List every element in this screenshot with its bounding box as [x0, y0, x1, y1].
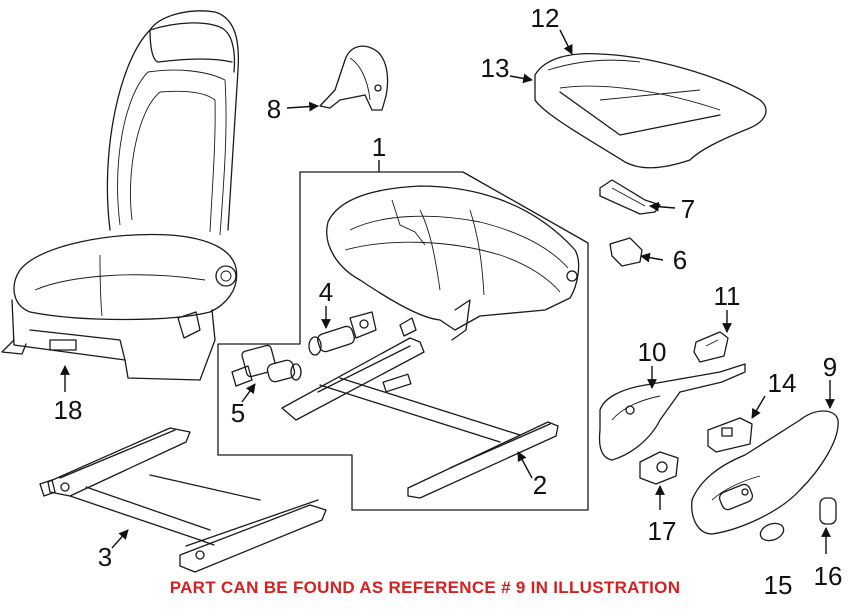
frame-assembly-drawing: [217, 171, 589, 511]
callout-ref-14: 14: [767, 368, 797, 398]
callout-ref-18: 18: [53, 395, 83, 425]
callout-ref-4: 4: [318, 277, 334, 307]
callout-ref-13: 13: [480, 53, 510, 83]
bracket-8-drawing: [319, 45, 389, 111]
callout-ref-11: 11: [713, 281, 741, 311]
switch-bracket-drawing: [707, 417, 753, 453]
callout-ref-3: 3: [97, 542, 113, 572]
side-trim-drawing: [598, 363, 746, 461]
callout-ref-16: 16: [813, 561, 843, 591]
callout-ref-9: 9: [822, 352, 838, 382]
callout-ref-7: 7: [680, 194, 696, 224]
motor-drawing: [231, 311, 377, 387]
callout-ref-8: 8: [266, 94, 282, 124]
callout-ref-1: 1: [371, 132, 387, 162]
callout-ref-17: 17: [647, 516, 677, 546]
callout-ref-2: 2: [532, 470, 548, 500]
knobs-drawing: [759, 497, 837, 542]
seat-cushion-drawing: [534, 52, 767, 169]
callout-ref-12: 12: [530, 3, 560, 33]
side-cover-drawing: [691, 410, 839, 535]
callout-ref-10: 10: [637, 337, 667, 367]
callout-ref-5: 5: [230, 398, 246, 428]
leader-lines: [60, 29, 835, 554]
switch-17-drawing: [639, 451, 679, 485]
callout-ref-15: 15: [763, 570, 793, 600]
track-base-drawing: [39, 427, 327, 573]
reference-caption: PART CAN BE FOUND AS REFERENCE # 9 IN IL…: [169, 578, 681, 597]
complete-seat-drawing: [1, 10, 240, 381]
callout-ref-6: 6: [672, 245, 688, 275]
